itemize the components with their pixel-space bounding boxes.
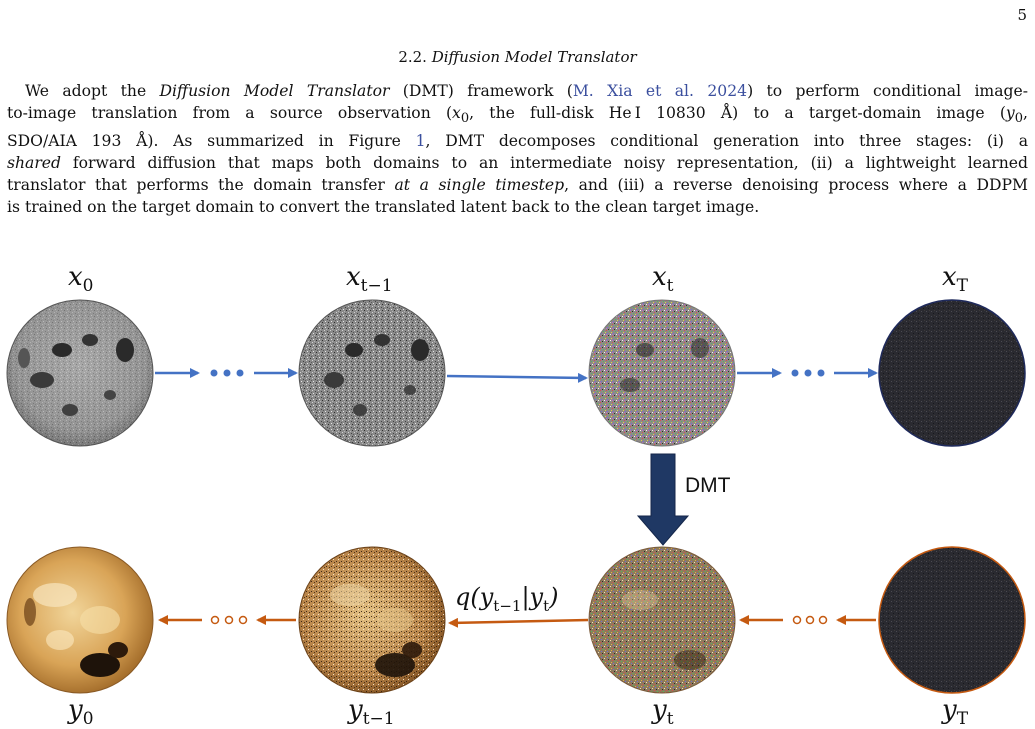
text-run: translator that performs the domain tran… <box>7 176 395 195</box>
text-run: is trained on the target domain to conve… <box>7 198 760 217</box>
paragraph-line-6: is trained on the target domain to conve… <box>7 196 1028 218</box>
paragraph-line-2: to-image translation from a source obser… <box>7 102 1028 130</box>
body-paragraph: We adopt the Diffusion Model Translator … <box>7 80 1028 218</box>
y0-disk <box>7 547 153 693</box>
citation-link[interactable]: M. Xia et al. 2024 <box>572 82 748 100</box>
ellipsis-dot <box>792 615 802 625</box>
text-run: , <box>1023 104 1028 122</box>
x-t-minus-1-disk <box>299 300 445 446</box>
section-number: 2.2. <box>398 48 427 66</box>
text-run-italic: shared <box>7 154 62 173</box>
reverse-arrow-3 <box>448 617 589 628</box>
paragraph-line-1: We adopt the Diffusion Model Translator … <box>7 80 1028 102</box>
label-y-t: yt <box>652 695 674 729</box>
text-run: (DMT) framework ( <box>389 82 573 100</box>
y-t-disk <box>589 547 735 693</box>
page-number: 5 <box>1017 6 1027 24</box>
text-run: We adopt the <box>25 82 160 100</box>
figure-1: x0 xt−1 xt xT DMT q(yt−1|yt) y0 yt−1 yt … <box>0 240 1035 729</box>
section-heading: 2.2. Diffusion Model Translator <box>0 48 1035 66</box>
text-run: , the full-disk He I 10830 Å) to a targe… <box>469 104 1006 122</box>
forward-arrow-3 <box>446 372 588 383</box>
x0-disk <box>7 300 153 446</box>
ellipsis-dot <box>210 615 220 625</box>
x-T-disk <box>878 299 1026 447</box>
dmt-arrow <box>636 453 690 546</box>
section-title: Diffusion Model Translator <box>431 48 637 66</box>
y-T-disk <box>878 546 1026 694</box>
paragraph-line-4: shared forward diffusion that maps both … <box>7 152 1028 174</box>
paragraph-line-5: translator that performs the domain tran… <box>7 174 1028 196</box>
ellipsis-dot <box>223 369 231 377</box>
math-var: y <box>1005 104 1015 122</box>
figure-link[interactable]: 1 <box>415 132 426 151</box>
text-run: ) to perform conditional image- <box>747 82 1028 100</box>
ellipsis-dot <box>804 369 812 377</box>
text-run: SDO/AIA 193 Å). As summarized in Figure <box>7 132 416 151</box>
label-y-T: yT <box>942 695 969 729</box>
y-t-minus-1-disk <box>299 547 445 693</box>
q-transition-label: q(yt−1|yt) <box>455 583 559 615</box>
ellipsis-dot <box>238 615 248 625</box>
ellipsis-dot <box>805 615 815 625</box>
text-run-italic: Diffusion Model Translator <box>159 82 390 100</box>
math-var: x <box>452 104 461 122</box>
text-run: forward diffusion that maps both domains… <box>61 154 1028 173</box>
label-x-t-minus-1: xt−1 <box>346 262 393 297</box>
ellipsis-dot <box>224 615 234 625</box>
x-t-disk <box>588 299 736 447</box>
ellipsis-dot <box>818 615 828 625</box>
label-y-t-minus-1: yt−1 <box>348 695 395 729</box>
ellipsis-dot <box>791 369 799 377</box>
ellipsis-dot <box>210 369 218 377</box>
label-x0: x0 <box>68 262 94 297</box>
math-sub: 0 <box>1014 111 1024 127</box>
label-x-T: xT <box>942 262 969 297</box>
ellipsis-dot <box>236 369 244 377</box>
ellipsis-dot <box>817 369 825 377</box>
dmt-label: DMT <box>685 474 731 497</box>
label-x-t: xt <box>652 262 674 297</box>
text-run: , and (iii) a reverse denoising process … <box>564 176 1028 195</box>
label-y0: y0 <box>68 695 94 729</box>
text-run: , DMT decomposes conditional generation … <box>425 132 1028 151</box>
paragraph-line-3: SDO/AIA 193 Å). As summarized in Figure … <box>7 130 1028 152</box>
text-run: to-image translation from a source obser… <box>7 104 453 122</box>
figure-diagram <box>6 299 1026 694</box>
math-sub: 0 <box>460 111 470 127</box>
text-run-italic: at a single timestep <box>394 176 565 195</box>
